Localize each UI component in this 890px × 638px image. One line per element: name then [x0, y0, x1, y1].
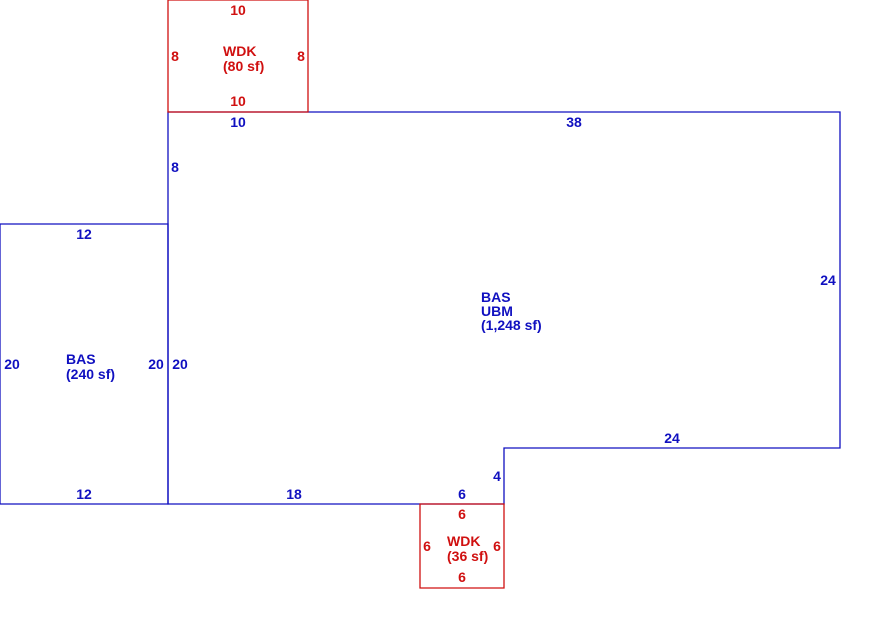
west-bas-outline	[0, 223, 169, 505]
south-wdk-dim-bottom: 6	[458, 569, 466, 585]
north-wdk-outline	[167, 0, 309, 113]
main-dim-bottom-right: 24	[664, 430, 680, 446]
main-dim-top-left: 10	[230, 114, 246, 130]
west-bas-dim-bottom: 12	[76, 486, 92, 502]
west-bas-dim-left: 20	[4, 356, 20, 372]
north-wdk-dim-bottom: 10	[230, 93, 246, 109]
south-wdk-outline	[419, 503, 505, 589]
north-wdk-area: (80 sf)	[223, 58, 264, 74]
main-dim-right: 24	[820, 272, 836, 288]
south-wdk-dim-right: 6	[493, 538, 501, 554]
main-dim-left-lower: 20	[172, 356, 188, 372]
main-dim-bottom-notch: 6	[458, 486, 466, 502]
main-code-1: BAS	[481, 289, 511, 305]
south-wdk-area: (36 sf)	[447, 548, 488, 564]
north-wdk-dim-top: 10	[230, 2, 246, 18]
main-dim-left-upper: 8	[171, 159, 179, 175]
main-code-2: UBM	[481, 303, 513, 319]
north-wdk-code: WDK	[223, 43, 256, 59]
west-bas-code: BAS	[66, 351, 96, 367]
north-wdk-dim-right: 8	[297, 48, 305, 64]
west-bas-dim-top: 12	[76, 226, 92, 242]
west-bas-area: (240 sf)	[66, 366, 115, 382]
south-wdk-dim-top: 6	[458, 506, 466, 522]
north-wdk-dim-left: 8	[171, 48, 179, 64]
south-wdk-code: WDK	[447, 533, 480, 549]
south-wdk-dim-left: 6	[423, 538, 431, 554]
west-bas-dim-right: 20	[148, 356, 164, 372]
main-dim-bottom-left: 18	[286, 486, 302, 502]
main-dim-notch-vertical: 4	[493, 468, 501, 484]
main-area: (1,248 sf)	[481, 317, 542, 333]
main-dim-top: 38	[566, 114, 582, 130]
